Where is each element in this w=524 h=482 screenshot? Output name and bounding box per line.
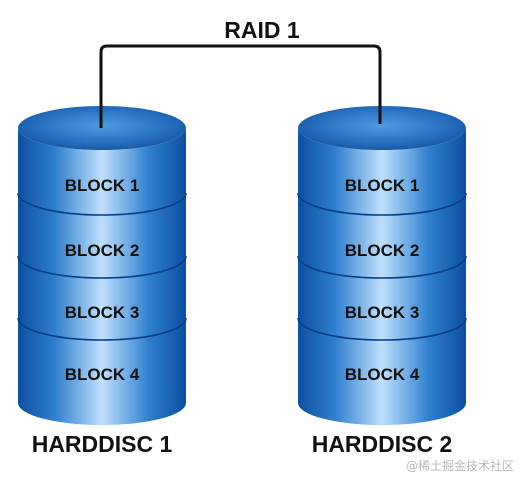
block-divider bbox=[17, 317, 187, 341]
disk-body bbox=[18, 128, 186, 425]
block-divider bbox=[297, 192, 467, 216]
mirror-connector bbox=[99, 44, 382, 124]
disk-name: HARDDISC 2 bbox=[312, 431, 453, 457]
watermark: @稀土掘金技术社区 bbox=[406, 458, 514, 473]
harddisc-1: BLOCK 1 BLOCK 2 BLOCK 3 BLOCK 4 HARDDISC… bbox=[17, 106, 187, 457]
block-divider bbox=[17, 192, 187, 216]
disk-body bbox=[298, 128, 466, 425]
block-divider bbox=[297, 255, 467, 279]
harddisc-2: BLOCK 1 BLOCK 2 BLOCK 3 BLOCK 4 HARDDISC… bbox=[297, 106, 467, 457]
block-label: BLOCK 1 bbox=[65, 176, 140, 195]
disk-name: HARDDISC 1 bbox=[32, 431, 173, 457]
disk-top bbox=[298, 106, 466, 150]
block-label: BLOCK 2 bbox=[65, 241, 140, 260]
block-label: BLOCK 3 bbox=[65, 303, 140, 322]
raid-title: RAID 1 bbox=[224, 17, 300, 43]
block-divider bbox=[297, 317, 467, 341]
block-label: BLOCK 4 bbox=[345, 365, 420, 384]
block-label: BLOCK 3 bbox=[345, 303, 420, 322]
block-label: BLOCK 4 bbox=[65, 365, 140, 384]
block-divider bbox=[17, 255, 187, 279]
block-label: BLOCK 2 bbox=[345, 241, 420, 260]
block-label: BLOCK 1 bbox=[345, 176, 420, 195]
